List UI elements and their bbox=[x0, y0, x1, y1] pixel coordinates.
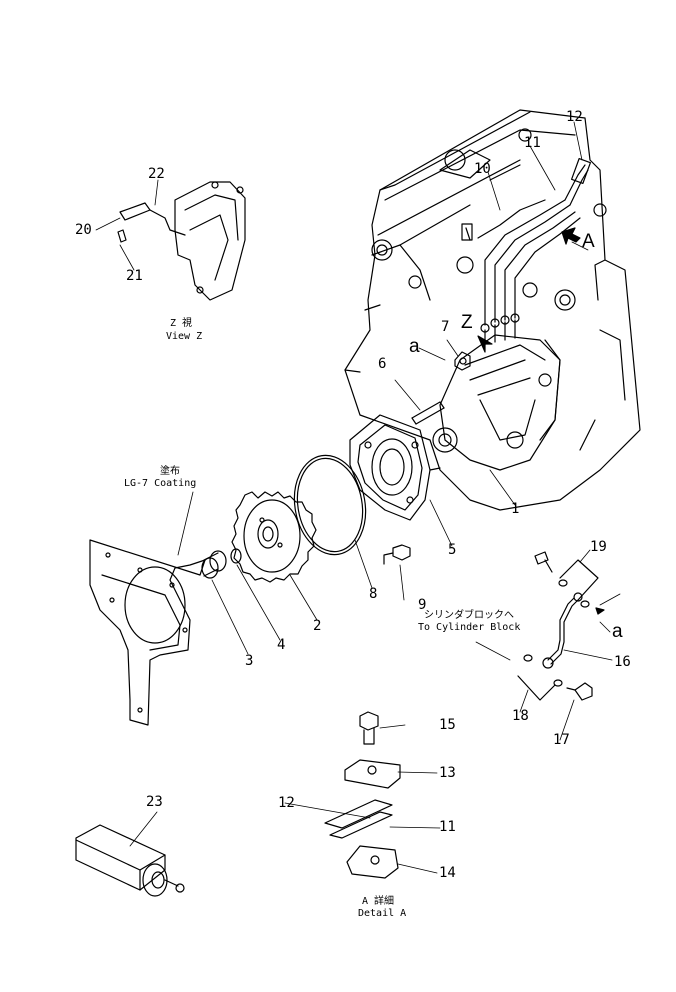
gasket-19a bbox=[559, 580, 567, 586]
flange-plate bbox=[350, 415, 440, 520]
detail-a-bolt bbox=[360, 712, 378, 744]
part-number-5: 5 bbox=[448, 542, 457, 558]
part-number-20: 20 bbox=[75, 222, 92, 238]
view-z-caption-en: View Z bbox=[166, 331, 203, 342]
part-number-13: 13 bbox=[439, 765, 456, 781]
bracket-18 bbox=[518, 676, 555, 700]
banjo-bolt-upper bbox=[535, 552, 552, 572]
part-number-3: 3 bbox=[245, 653, 254, 669]
coating-caption-jp: 塗布 bbox=[160, 466, 180, 477]
detail-a-pipes bbox=[325, 800, 392, 838]
part-number-15: 15 bbox=[439, 717, 456, 733]
part-number-14: 14 bbox=[439, 865, 456, 881]
part-number-4: 4 bbox=[277, 637, 286, 653]
part-number-8: 8 bbox=[369, 586, 378, 602]
nut bbox=[455, 352, 470, 370]
detail-a-clamp-upper bbox=[345, 760, 400, 788]
arrow-a-lower bbox=[596, 608, 604, 614]
part-number-23: 23 bbox=[146, 794, 163, 810]
arrow-z bbox=[478, 336, 492, 352]
to-block-caption-jp: シリンダブロックへ bbox=[424, 610, 514, 621]
part-number-10: 10 bbox=[474, 161, 491, 177]
part-number-11-detail: 11 bbox=[439, 819, 456, 835]
part-number-18: 18 bbox=[512, 708, 529, 724]
marker-z: Z bbox=[461, 312, 473, 333]
bracket-19 bbox=[560, 560, 598, 600]
detail-a-clamp-lower bbox=[347, 846, 398, 878]
timing-gear-cover bbox=[90, 540, 205, 725]
injection-pipes bbox=[462, 159, 590, 325]
gasket-18b bbox=[554, 680, 562, 686]
to-block-caption-en: To Cylinder Block bbox=[418, 622, 521, 633]
washer bbox=[231, 549, 241, 563]
arrow-a bbox=[562, 228, 580, 244]
part-number-17: 17 bbox=[553, 732, 570, 748]
part-number-16: 16 bbox=[614, 654, 631, 670]
part-number-22: 22 bbox=[148, 166, 165, 182]
marker-a-arrow: A bbox=[582, 231, 595, 252]
marker-a-lower-right: a bbox=[612, 621, 623, 642]
o-ring bbox=[287, 450, 373, 561]
view-z-illustration bbox=[118, 182, 245, 300]
part-number-1: 1 bbox=[511, 501, 520, 517]
view-z-caption-jp: Z 視 bbox=[170, 318, 193, 329]
oil-pipe bbox=[543, 593, 582, 668]
service-tool bbox=[76, 825, 184, 896]
part-number-9: 9 bbox=[418, 597, 427, 613]
part-number-19: 19 bbox=[590, 539, 607, 555]
part-number-21: 21 bbox=[126, 268, 143, 284]
part-number-2: 2 bbox=[313, 618, 322, 634]
stud-bolt bbox=[412, 402, 444, 424]
gasket-19b bbox=[581, 601, 589, 607]
drive-gear bbox=[232, 492, 316, 582]
coating-caption-en: LG-7 Coating bbox=[124, 478, 197, 489]
leader-lines bbox=[96, 122, 620, 873]
gasket-18a bbox=[524, 655, 532, 661]
part-number-7: 7 bbox=[441, 319, 450, 335]
banjo-bolt-lower bbox=[567, 683, 592, 700]
detail-a-caption-jp: A 詳細 bbox=[362, 896, 395, 907]
detail-a-caption-en: Detail A bbox=[358, 908, 407, 919]
bushing bbox=[202, 551, 226, 578]
part-number-6: 6 bbox=[378, 356, 387, 372]
part-number-12-detail: 12 bbox=[278, 795, 295, 811]
part-number-12: 12 bbox=[566, 109, 583, 125]
bolt bbox=[384, 545, 410, 564]
marker-a-lower-left: a bbox=[409, 336, 420, 357]
injection-pump bbox=[433, 314, 560, 470]
part-number-11: 11 bbox=[524, 135, 541, 151]
